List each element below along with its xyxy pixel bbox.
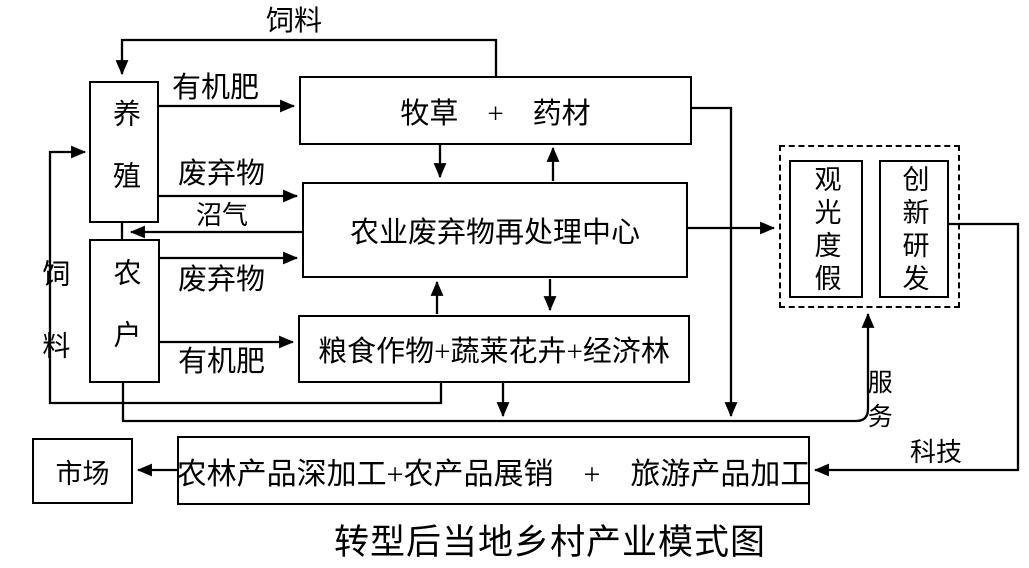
label-waste-bottom: 废弃物 bbox=[178, 264, 266, 296]
label-technology: 科技 bbox=[910, 438, 963, 467]
node-crops: 粮食作物+蔬莱花卉+经济林 bbox=[298, 315, 690, 383]
edge-technology-loop bbox=[813, 222, 1020, 477]
label-service: 服务 bbox=[864, 369, 892, 438]
node-breeding: 养殖 bbox=[89, 81, 159, 223]
node-innovation: 创新研发 bbox=[879, 160, 949, 298]
node-sightseeing: 观光度假 bbox=[789, 160, 863, 298]
label-organic-fertilizer-bottom: 有机肥 bbox=[178, 346, 266, 378]
label-waste-top: 废弃物 bbox=[178, 158, 266, 190]
diagram-title: 转型后当地乡村产业模式图 bbox=[333, 523, 766, 562]
node-processing: 农林产品深加工+农产品展销 + 旅游产品加工 bbox=[177, 436, 810, 505]
node-pasture-herbs: 牧草 + 药材 bbox=[299, 76, 692, 145]
label-feed-top: 饲料 bbox=[266, 6, 323, 37]
edge-feed-left-loop bbox=[48, 145, 443, 405]
label-organic-fertilizer-top: 有机肥 bbox=[172, 72, 260, 104]
edge-feed-top-loop bbox=[115, 38, 498, 78]
tourism-innovation-group bbox=[779, 145, 960, 308]
label-biogas: 沼气 bbox=[196, 201, 249, 230]
node-market: 市场 bbox=[32, 438, 133, 504]
label-feed-left: 饲料 bbox=[38, 259, 70, 404]
node-farmers: 农户 bbox=[89, 239, 160, 383]
node-waste-center: 农业废弃物再处理中心 bbox=[302, 182, 688, 278]
edge-service-bus bbox=[121, 312, 875, 423]
edge-pasture-to-bus-loop bbox=[692, 106, 738, 418]
